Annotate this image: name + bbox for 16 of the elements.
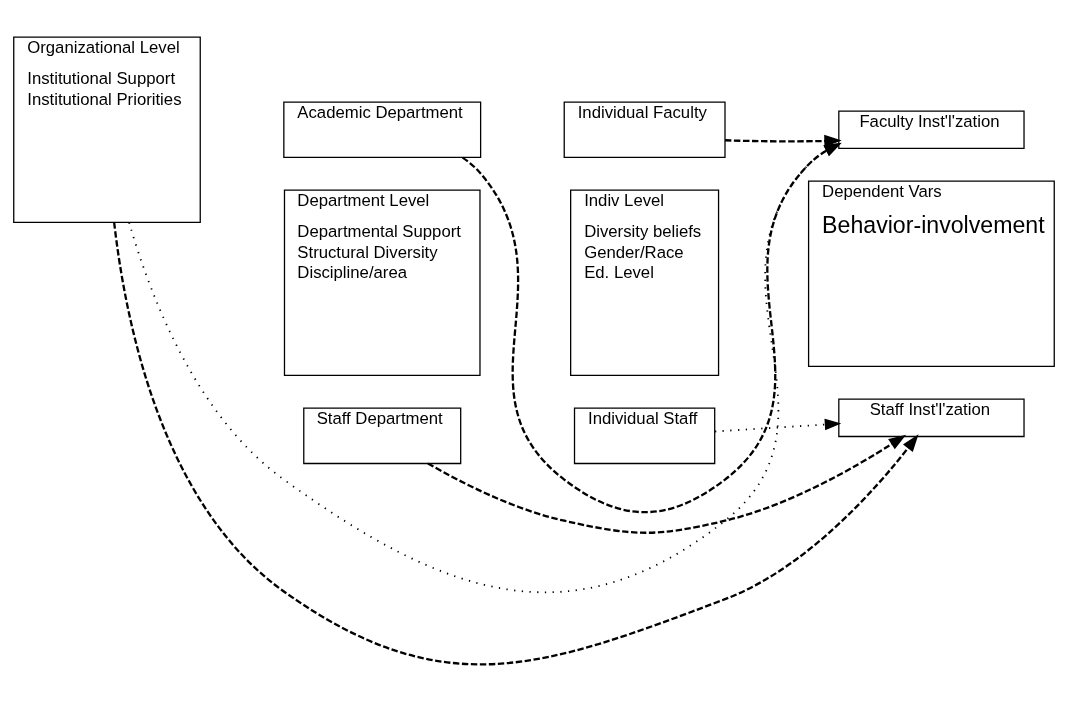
- arrow: [113, 221, 919, 665]
- node-box: Academic Department: [283, 100, 482, 158]
- node-box: Indiv Level Diversity beliefs Gender/Race Ed. Level: [570, 189, 720, 376]
- node-box: Dependent Vars Behavior-involvement: [807, 180, 1055, 367]
- node-box: Organizational Level Institutional Support Institutional Priorities: [13, 36, 201, 223]
- arrow: [725, 134, 842, 147]
- node-box: Staff Inst'l'zation: [838, 398, 1025, 437]
- arrow: [461, 142, 842, 513]
- node-box: Individual Staff: [573, 407, 716, 464]
- node-box: Individual Faculty: [563, 100, 726, 158]
- node-box: Faculty Inst'l'zation: [838, 109, 1025, 149]
- node-box: Staff Department: [303, 407, 462, 464]
- arrow: [128, 142, 841, 593]
- node-box: Department Level Departmental Support Structural Diversity Discipline/area: [283, 189, 481, 376]
- arrow: [427, 434, 907, 534]
- arrow: [714, 418, 842, 432]
